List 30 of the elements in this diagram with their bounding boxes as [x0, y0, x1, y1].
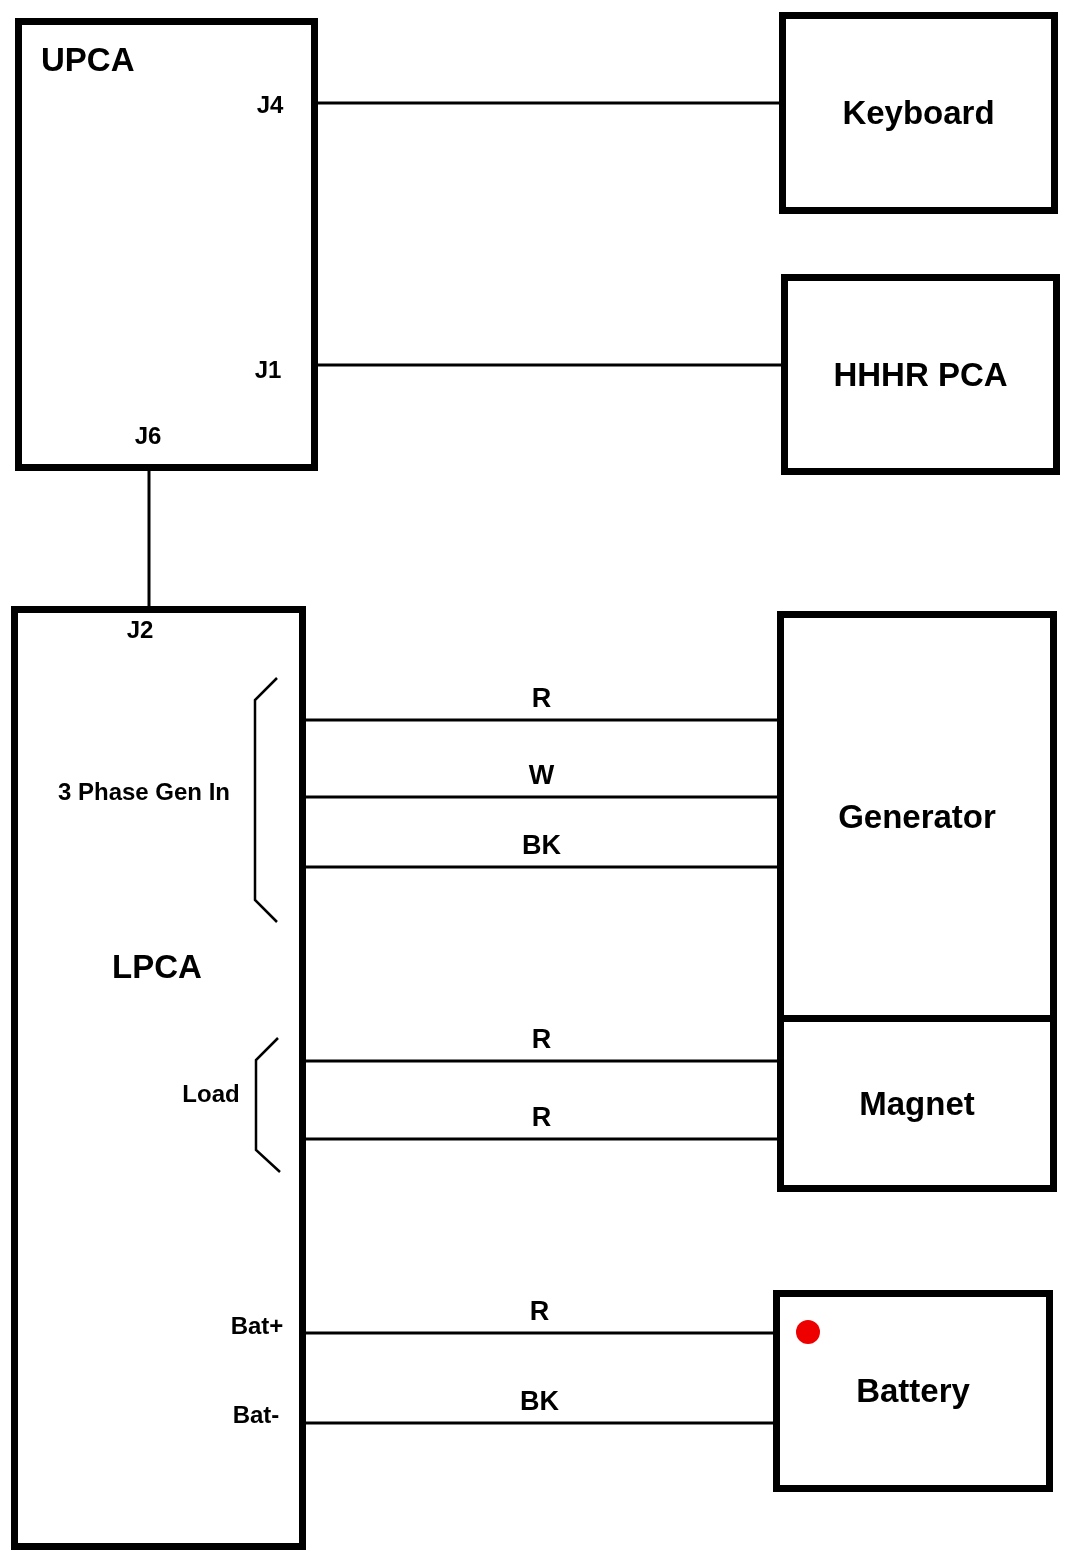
connector-label: J1	[254, 356, 282, 384]
connector-label: Bat+	[230, 1312, 284, 1340]
component-name: Keyboard	[842, 94, 995, 132]
connector-label: J2	[126, 616, 154, 644]
wire	[306, 1421, 773, 1425]
connector-label: Bat-	[232, 1401, 280, 1429]
wire	[306, 1331, 773, 1335]
wire	[318, 101, 779, 105]
component-name: LPCA	[112, 948, 202, 986]
wire	[306, 865, 777, 869]
component-name: Generator	[838, 797, 996, 836]
component-box	[11, 606, 306, 1550]
component-name: UPCA	[41, 41, 135, 79]
wire	[306, 795, 777, 799]
component-box	[15, 18, 318, 471]
connector-label: 3 Phase Gen In	[57, 778, 231, 806]
connector-label: Load	[182, 1080, 240, 1108]
wire	[306, 1137, 777, 1141]
component-name: HHHR PCA	[833, 355, 1008, 394]
connector-label: J6	[134, 422, 162, 450]
component-name: Magnet	[859, 1084, 975, 1123]
wire	[318, 363, 781, 367]
wire	[147, 471, 151, 606]
wire	[306, 718, 777, 722]
component-box	[773, 1290, 1053, 1492]
component-box	[781, 274, 1060, 475]
component-name: Battery	[856, 1372, 970, 1410]
connector-label: J4	[256, 91, 284, 119]
component-box	[779, 12, 1058, 214]
wire	[306, 1059, 777, 1063]
